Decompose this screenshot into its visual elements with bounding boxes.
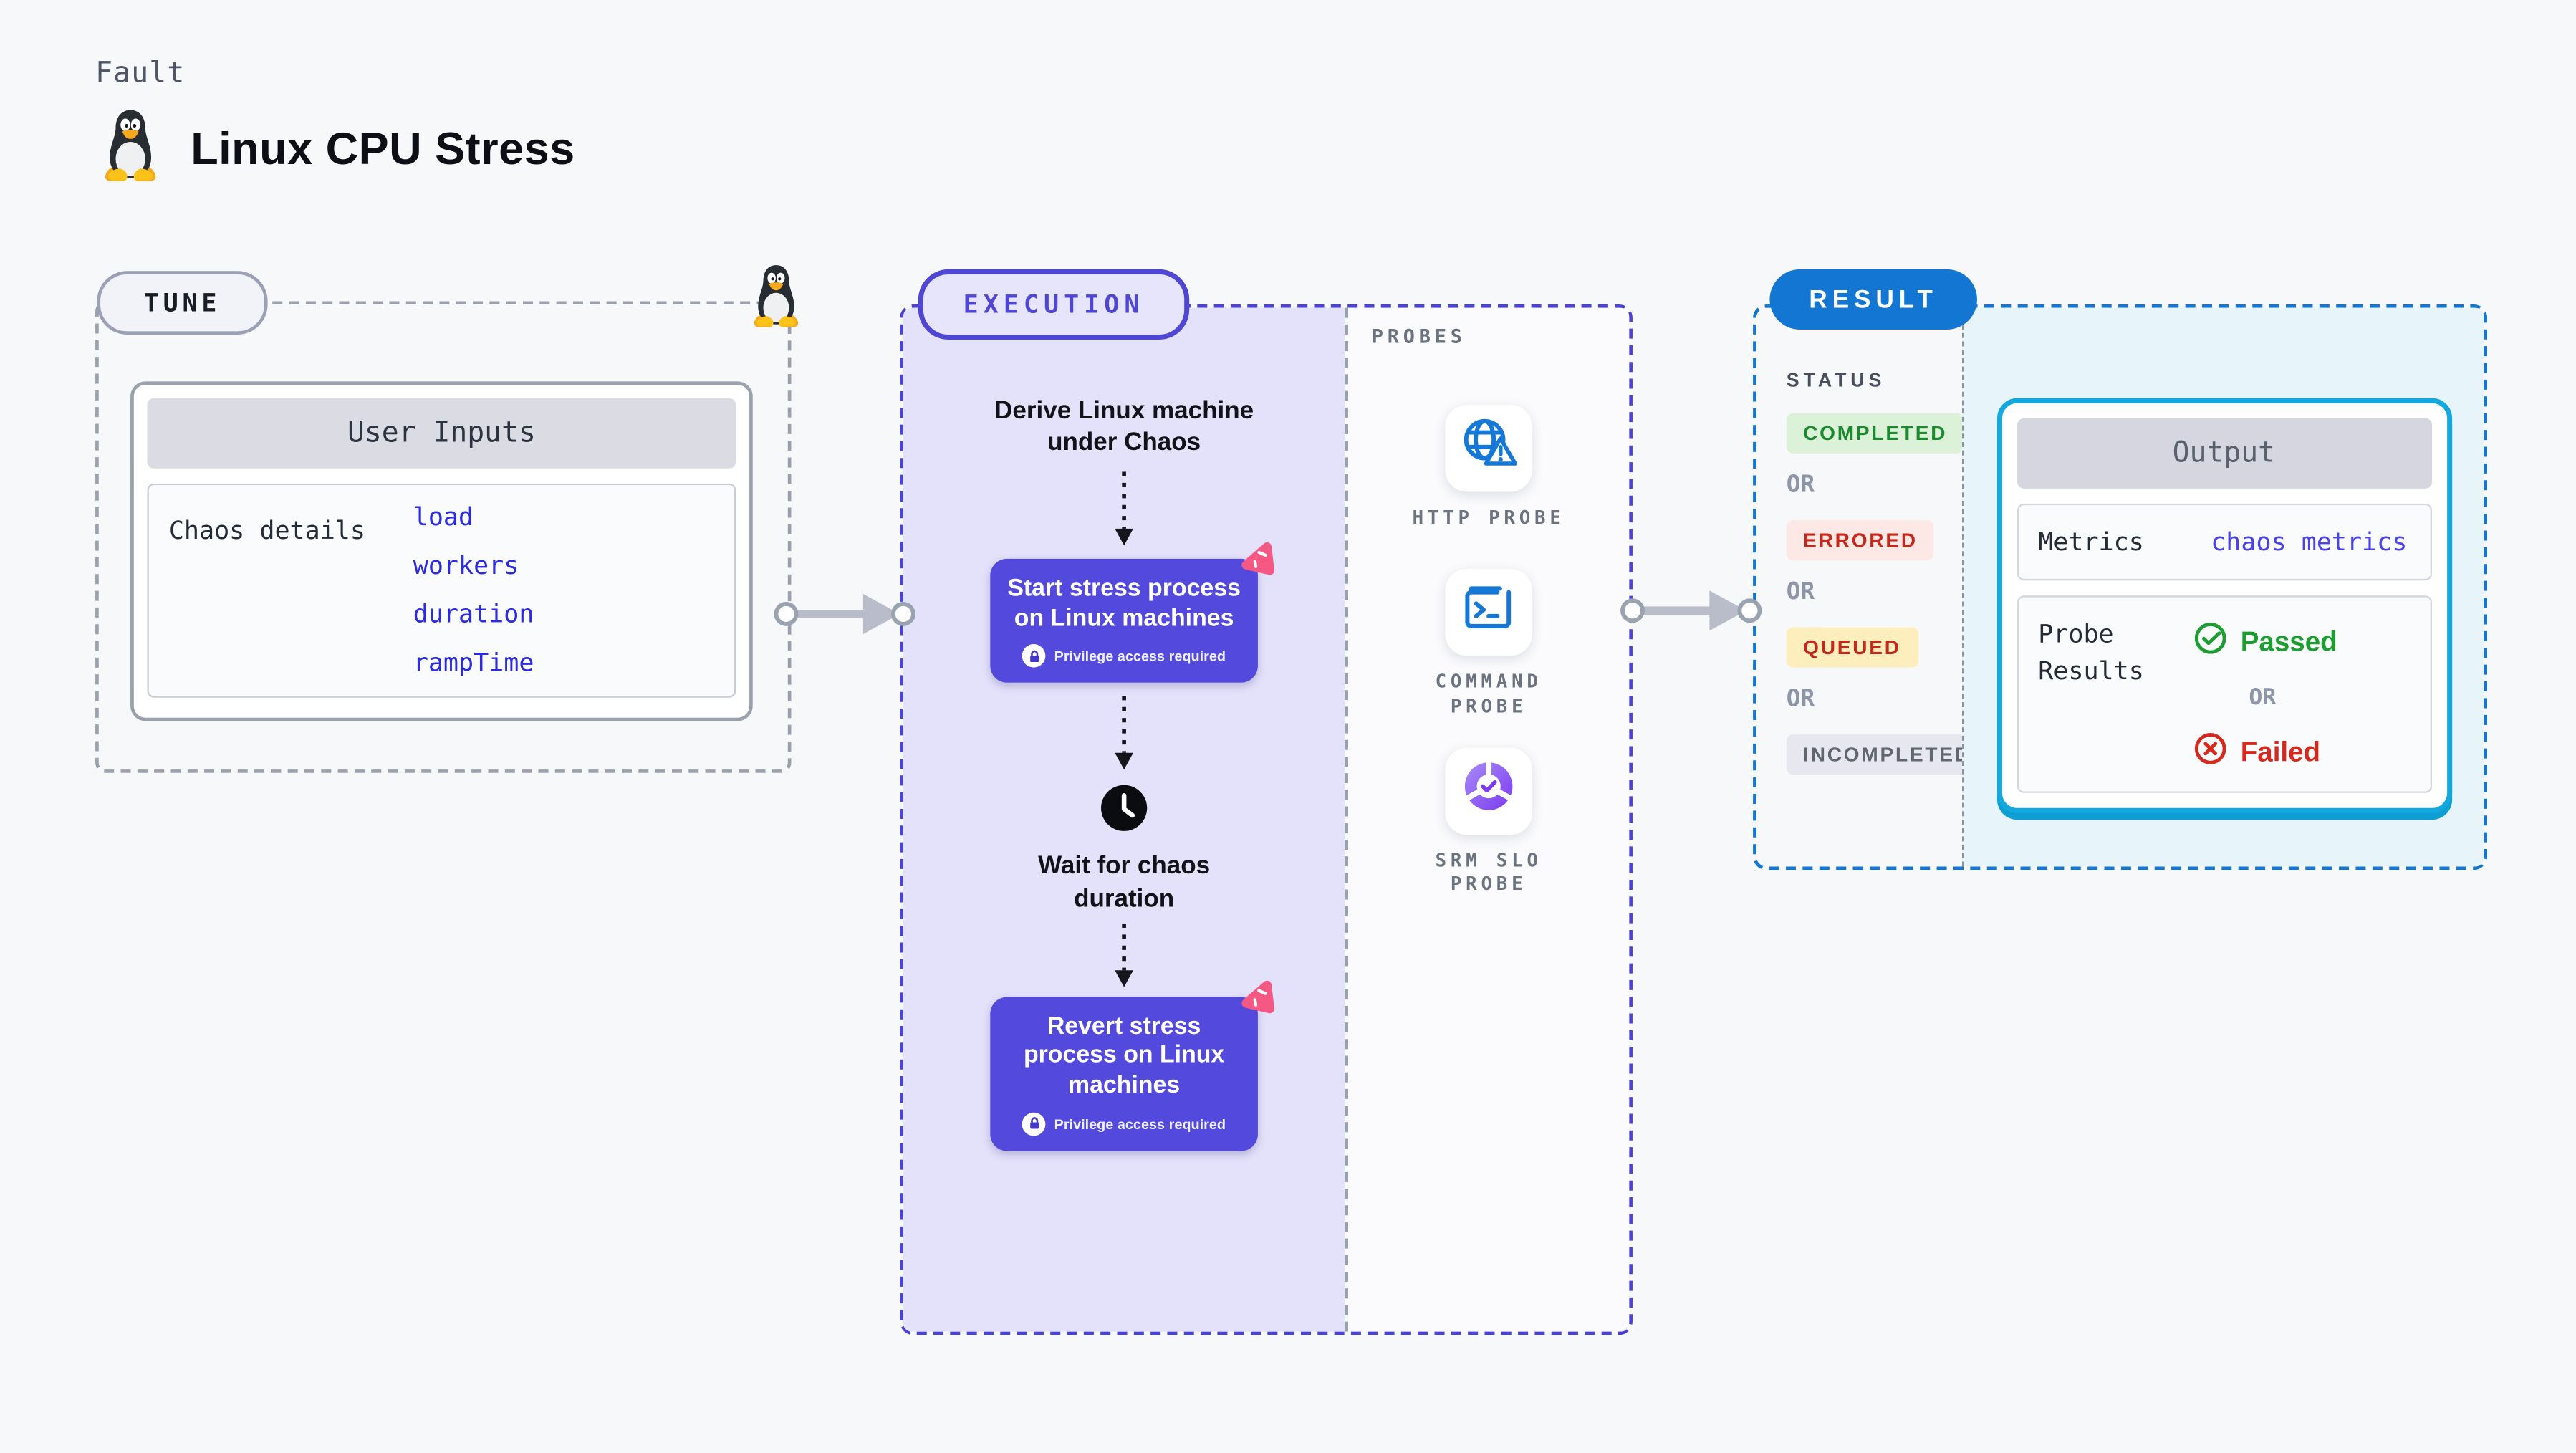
status-chip-queued: QUEUED — [1786, 627, 1918, 668]
probe-results-row: Probe Results Passed OR — [2016, 595, 2431, 793]
execution-section: Derive Linux machine under Chaos Start s… — [900, 304, 1633, 1335]
command-probe-label: COMMAND PROBE — [1435, 670, 1542, 717]
chaos-details-label: Chaos details — [168, 515, 365, 546]
derive-step-label: Derive Linux machine under Chaos — [994, 396, 1254, 457]
chaos-fault-icon — [1234, 539, 1278, 590]
tune-badge: TUNE — [97, 271, 268, 335]
result-section: STATUS COMPLETED OR ERRORED OR QUEUED OR… — [1753, 304, 2488, 871]
passed-label: Passed — [2240, 626, 2337, 657]
down-arrow-icon — [1115, 922, 1133, 987]
or-separator: OR — [2249, 684, 2277, 711]
output-panel: Output Metrics chaos metrics Probe Resul… — [1961, 307, 2484, 867]
x-circle-icon — [2192, 731, 2227, 775]
result-badge: RESULT — [1769, 269, 1977, 330]
globe-alert-icon — [1457, 413, 1521, 484]
input-link-workers[interactable]: workers — [413, 550, 519, 581]
down-arrow-icon — [1115, 696, 1133, 771]
status-chip-errored: ERRORED — [1786, 520, 1935, 561]
revert-stress-title: Revert stress process on Linux machines — [1023, 1012, 1225, 1099]
check-circle-icon — [2192, 620, 2227, 664]
flow-arrow-execution-to-result — [1620, 590, 1762, 631]
flow-arrow-tune-to-execution — [774, 593, 915, 634]
srm-slo-probe-label: SRM SLO PROBE — [1435, 849, 1542, 896]
srm-slo-probe-card — [1445, 747, 1532, 835]
input-link-duration[interactable]: duration — [413, 598, 534, 629]
metrics-label: Metrics — [2038, 527, 2144, 557]
metrics-row: Metrics chaos metrics — [2016, 503, 2431, 581]
user-inputs-header: User Inputs — [147, 398, 736, 469]
probes-heading: PROBES — [1371, 324, 1466, 348]
status-panel: STATUS COMPLETED OR ERRORED OR QUEUED OR… — [1756, 308, 1989, 867]
probes-panel: PROBES HTTP PROBE — [1345, 307, 1630, 1332]
command-probe-card — [1445, 568, 1532, 656]
tune-section — [95, 301, 792, 773]
privilege-badge: Privilege access required — [1004, 1111, 1244, 1136]
page-header: Linux CPU Stress — [97, 107, 575, 192]
output-card: Output Metrics chaos metrics Probe Resul… — [1996, 398, 2451, 813]
http-probe-label: HTTP PROBE — [1412, 507, 1565, 529]
slo-donut-icon — [1457, 754, 1521, 826]
privilege-badge-label: Privilege access required — [1054, 1115, 1226, 1132]
status-chip-completed: COMPLETED — [1786, 413, 1964, 454]
output-header: Output — [2016, 418, 2431, 489]
or-separator: OR — [1786, 471, 1815, 499]
tux-penguin-icon — [97, 107, 163, 192]
privilege-badge-label: Privilege access required — [1054, 648, 1226, 666]
probe-results-label: Probe Results — [2038, 618, 2144, 686]
failed-label: Failed — [2240, 737, 2321, 767]
revert-stress-node: Revert stress process on Linux machines … — [990, 979, 1274, 1151]
user-inputs-card: User Inputs Chaos details load workers d… — [130, 381, 753, 721]
down-arrow-icon — [1115, 471, 1133, 546]
clock-icon — [1099, 784, 1149, 843]
input-link-ramptime[interactable]: rampTime — [413, 647, 534, 678]
terminal-icon — [1458, 577, 1519, 646]
chaos-metrics-link[interactable]: chaos metrics — [2211, 527, 2408, 557]
execution-flow-area: Derive Linux machine under Chaos Start s… — [903, 307, 1345, 1332]
or-separator: OR — [1786, 578, 1815, 606]
tux-penguin-corner-icon — [748, 263, 804, 338]
http-probe-card — [1445, 405, 1532, 492]
lock-icon — [1022, 1111, 1046, 1136]
execution-badge: EXECUTION — [918, 269, 1190, 340]
privilege-badge: Privilege access required — [1004, 645, 1244, 668]
wait-step-label: Wait for chaos duration — [1038, 852, 1211, 913]
status-chip-incompleted: INCOMPLETED — [1786, 734, 1989, 775]
start-stress-title: Start stress process on Linux machines — [1007, 575, 1241, 633]
input-link-load[interactable]: load — [413, 502, 474, 532]
start-stress-node: Start stress process on Linux machines P… — [990, 542, 1274, 684]
chaos-fault-icon — [1234, 977, 1278, 1028]
fault-eyebrow-label: Fault — [95, 57, 186, 91]
or-separator: OR — [1786, 686, 1815, 713]
lock-icon — [1022, 645, 1046, 668]
chaos-details-row: Chaos details load workers duration ramp… — [147, 483, 736, 698]
passed-result: Passed — [2192, 620, 2337, 664]
failed-result: Failed — [2192, 731, 2337, 775]
page-title: Linux CPU Stress — [191, 123, 575, 174]
status-heading: STATUS — [1786, 371, 1886, 392]
